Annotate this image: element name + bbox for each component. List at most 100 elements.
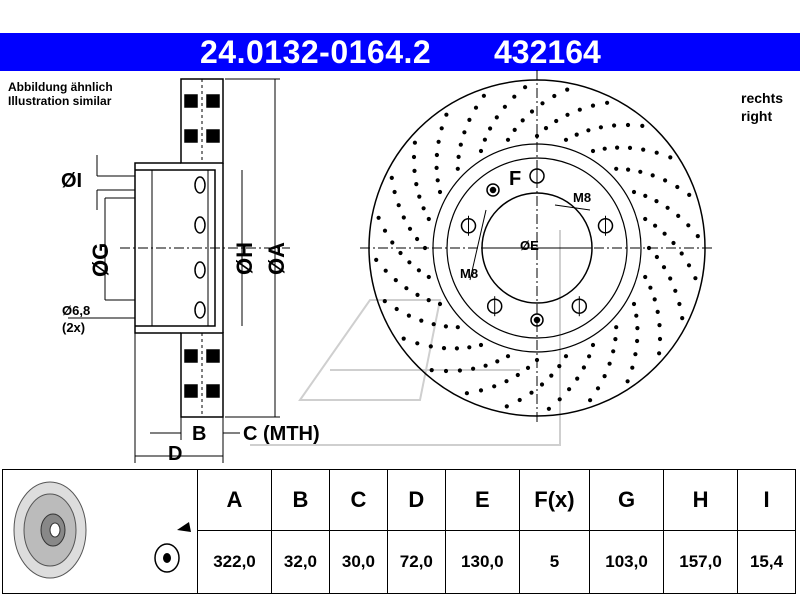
drill-hole xyxy=(587,354,592,359)
drill-hole xyxy=(436,139,441,144)
drill-hole xyxy=(492,384,497,389)
drill-hole xyxy=(650,173,655,178)
drill-hole xyxy=(648,285,653,290)
drill-hole xyxy=(419,318,424,323)
drill-hole xyxy=(607,361,612,366)
drill-hole xyxy=(456,154,461,159)
drill-hole xyxy=(488,126,493,131)
spec-value-3: 72,0 xyxy=(386,529,446,595)
drill-hole xyxy=(398,250,403,256)
drill-hole xyxy=(401,215,406,220)
drill-hole xyxy=(640,123,645,128)
drill-hole xyxy=(626,167,631,172)
cross-drilled-holes xyxy=(374,85,700,411)
drill-hole xyxy=(539,382,545,387)
spec-value-1: 32,0 xyxy=(271,529,330,595)
drill-hole xyxy=(464,391,469,396)
drill-hole xyxy=(406,313,411,318)
drill-hole xyxy=(512,94,517,99)
drill-hole xyxy=(389,175,394,180)
drill-hole xyxy=(534,357,540,363)
drill-hole xyxy=(478,342,484,348)
drill-hole xyxy=(435,178,440,183)
drill-hole xyxy=(655,309,660,314)
drill-hole xyxy=(426,298,431,303)
spec-header-4: E xyxy=(444,469,520,531)
drill-hole xyxy=(567,387,572,392)
drill-hole xyxy=(515,372,520,378)
drill-hole xyxy=(458,142,463,147)
drill-hole xyxy=(383,268,388,273)
spec-header-6: G xyxy=(589,469,665,531)
drill-hole xyxy=(654,150,659,155)
drill-hole xyxy=(422,245,428,251)
drill-hole xyxy=(554,118,559,124)
drill-hole xyxy=(677,301,682,307)
drill-hole xyxy=(643,193,648,198)
drill-hole xyxy=(635,338,640,344)
dim-label-A: ØA xyxy=(264,242,289,275)
drill-hole xyxy=(437,301,443,307)
drill-hole xyxy=(665,205,670,210)
drill-hole xyxy=(662,231,667,236)
drill-hole xyxy=(574,132,579,137)
drill-hole xyxy=(602,146,607,151)
drill-hole xyxy=(575,376,580,381)
drill-hole xyxy=(552,93,557,99)
drill-hole xyxy=(643,216,648,222)
drill-hole xyxy=(415,292,420,297)
drill-hole xyxy=(426,216,431,222)
drill-hole xyxy=(404,286,409,291)
spec-value-6: 103,0 xyxy=(589,529,665,595)
drill-hole xyxy=(625,122,631,128)
drill-hole xyxy=(549,373,554,378)
drill-hole xyxy=(653,223,658,228)
drill-hole xyxy=(444,112,449,117)
dim-label-D: D xyxy=(168,443,183,465)
drill-hole xyxy=(471,366,476,371)
drill-hole xyxy=(563,354,569,359)
drill-hole xyxy=(565,112,570,117)
drill-hole xyxy=(598,125,604,130)
drill-hole xyxy=(495,359,500,364)
drill-hole xyxy=(478,148,484,154)
spec-header-3: D xyxy=(386,469,446,531)
note-line-en: Illustration similar xyxy=(8,94,112,108)
threaded-hole-center xyxy=(533,316,541,324)
drill-hole xyxy=(641,147,646,152)
drill-hole xyxy=(643,274,648,280)
spec-header-2: C xyxy=(328,469,388,531)
drill-hole xyxy=(657,336,663,342)
dim-label-hole: Ø6,8 xyxy=(62,303,91,318)
threaded-hole-center xyxy=(489,186,497,194)
fitting-icon xyxy=(154,522,191,573)
drill-hole xyxy=(437,189,443,195)
drill-hole xyxy=(590,103,596,108)
drill-hole xyxy=(663,178,668,183)
thread-label-m8-bottom: M8 xyxy=(460,266,479,281)
drill-hole xyxy=(473,105,479,110)
spec-value-7: 157,0 xyxy=(663,529,739,595)
drill-hole xyxy=(407,260,412,265)
drill-hole xyxy=(392,189,397,195)
drill-hole xyxy=(376,215,381,220)
drill-hole xyxy=(415,341,420,346)
side-section-view xyxy=(68,78,290,463)
drill-hole xyxy=(505,137,511,142)
spec-value-2: 30,0 xyxy=(328,529,388,595)
drill-hole xyxy=(602,374,607,379)
drill-hole xyxy=(652,297,657,302)
side-note: rechts right xyxy=(741,89,783,125)
drill-hole xyxy=(590,342,596,348)
dim-label-hole-count: (2x) xyxy=(62,320,86,335)
spec-value-4: 130,0 xyxy=(444,529,520,595)
dim-label-I: ØI xyxy=(61,170,83,192)
drill-hole xyxy=(557,397,562,402)
drill-hole xyxy=(439,126,444,131)
drill-hole xyxy=(374,257,379,262)
drill-hole xyxy=(483,363,488,368)
threaded-hole xyxy=(530,313,544,327)
drill-hole xyxy=(565,87,570,92)
